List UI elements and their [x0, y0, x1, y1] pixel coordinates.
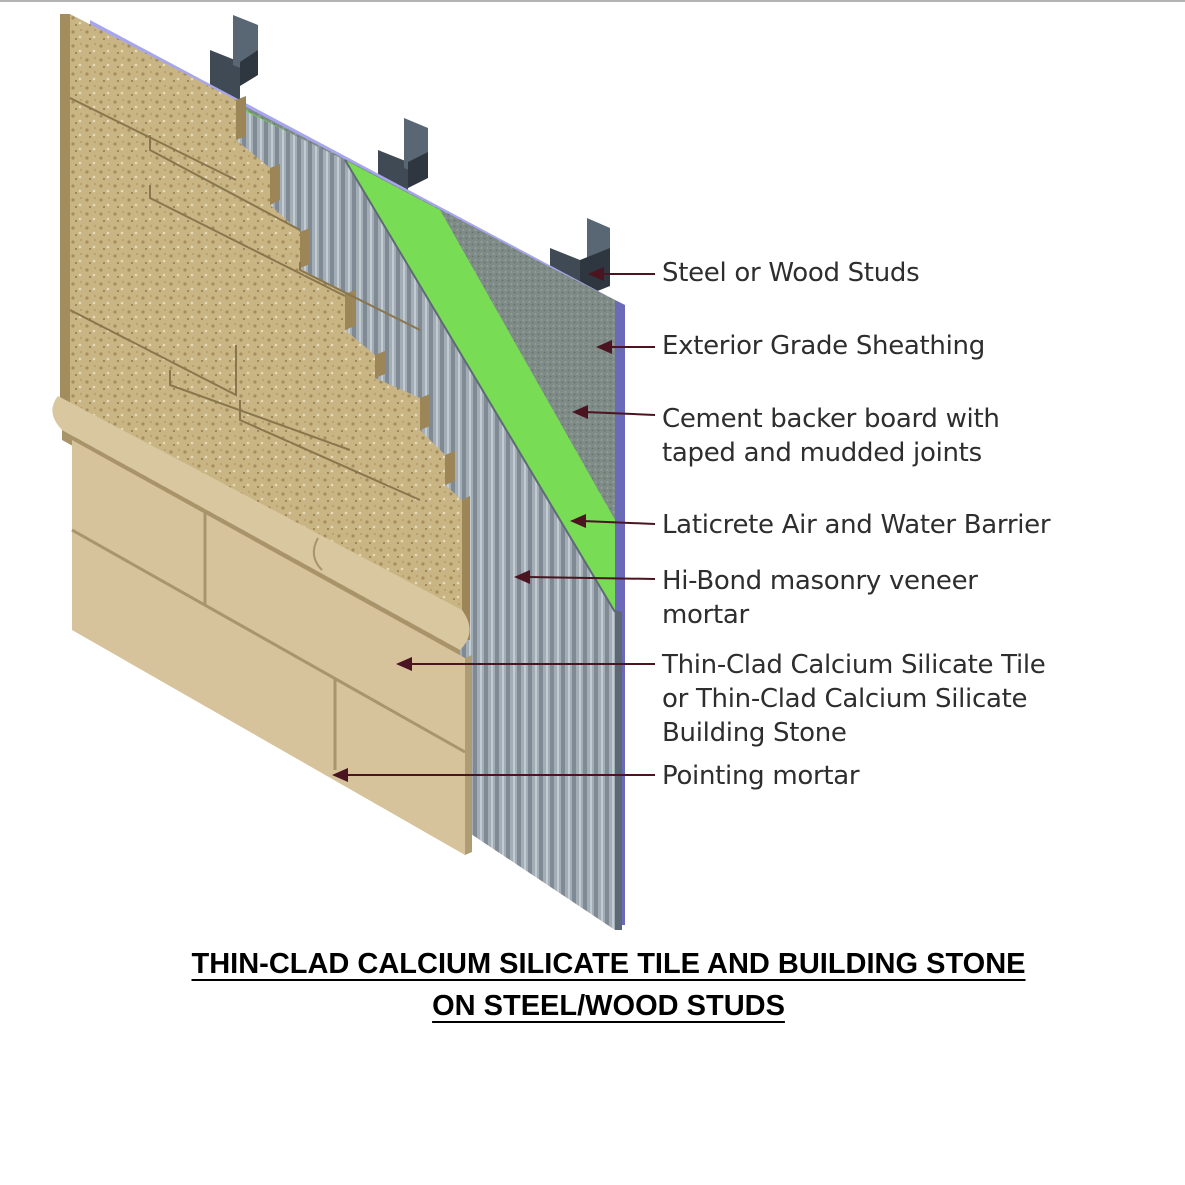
label-barrier: Laticrete Air and Water Barrier: [662, 508, 1051, 542]
label-mortar-line-1: Hi-Bond masonry veneer: [662, 566, 978, 596]
arrow-pointing: [332, 768, 655, 782]
arrow-mortar: [514, 570, 656, 584]
label-sheathing-text: Exterior Grade Sheathing: [662, 331, 985, 361]
label-backer-line-1: Cement backer board with: [662, 404, 1000, 434]
caption-line-2: ON STEEL/WOOD STUDS: [0, 986, 1185, 1026]
label-tile: Thin-Clad Calcium Silicate Tile or Thin-…: [662, 648, 1046, 750]
ledger-stone-veneer: [60, 14, 470, 640]
caption-line-1: THIN-CLAD CALCIUM SILICATE TILE AND BUIL…: [0, 944, 1185, 984]
label-mortar-line-2: mortar: [662, 600, 749, 630]
mortar-side-edge: [615, 610, 622, 930]
label-pointing: Pointing mortar: [662, 759, 860, 793]
calcium-silicate-tiles: [71, 440, 472, 855]
stud-2: [378, 118, 428, 205]
label-studs-text: Steel or Wood Studs: [662, 258, 920, 288]
arrow-studs: [588, 267, 655, 281]
label-tile-line-3: Building Stone: [662, 718, 847, 748]
arrow-barrier: [570, 514, 656, 528]
arrow-sheathing: [596, 340, 655, 354]
label-tile-line-2: or Thin-Clad Calcium Silicate: [662, 684, 1028, 714]
leader-arrows: [332, 267, 656, 782]
label-studs: Steel or Wood Studs: [662, 256, 920, 290]
label-pointing-text: Pointing mortar: [662, 761, 860, 791]
label-barrier-text: Laticrete Air and Water Barrier: [662, 510, 1051, 540]
mortar-edge: [344, 159, 616, 613]
label-backer-line-2: taped and mudded joints: [662, 438, 982, 468]
caption-line-1-text: THIN-CLAD CALCIUM SILICATE TILE AND BUIL…: [191, 948, 1026, 980]
label-mortar: Hi-Bond masonry veneer mortar: [662, 564, 978, 632]
arrow-backer: [572, 405, 656, 419]
label-tile-line-1: Thin-Clad Calcium Silicate Tile: [662, 650, 1046, 680]
arrow-tile: [396, 657, 655, 671]
caption-line-2-text: ON STEEL/WOOD STUDS: [432, 990, 785, 1022]
label-sheathing: Exterior Grade Sheathing: [662, 329, 985, 363]
label-backer-board: Cement backer board with taped and mudde…: [662, 402, 1000, 470]
